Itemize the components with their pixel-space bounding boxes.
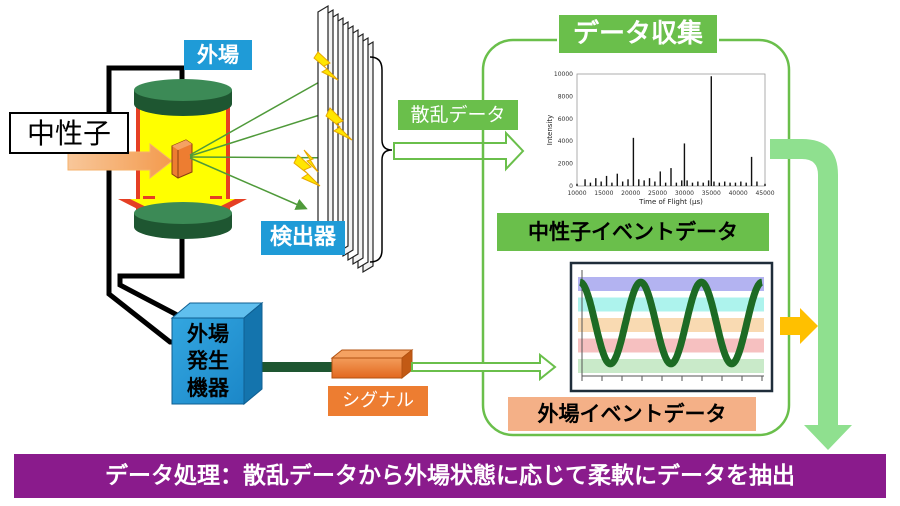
field-event-panel — [569, 261, 774, 393]
field-generator-label: 外場 発生 機器 — [172, 318, 244, 404]
tof-x-tick: 25000 — [648, 190, 667, 197]
field-generator-line: 外場 — [187, 322, 229, 346]
detector-label: 検出器 — [261, 221, 345, 255]
lightning-icon — [303, 149, 319, 173]
sample — [171, 139, 193, 179]
field-level-band — [578, 338, 764, 353]
detector-plate — [317, 4, 329, 238]
tof-x-tick: 40000 — [729, 190, 748, 197]
field-level-band — [578, 318, 764, 332]
scatter-data-arrow — [393, 130, 525, 172]
tof-y-tick: 10000 — [554, 71, 573, 78]
tof-x-tick: 30000 — [675, 190, 694, 197]
tof-plot-area — [576, 73, 766, 187]
field-event-data-label: 外場イベントデータ — [508, 397, 756, 431]
tof-x-label: Time of Flight (μs) — [638, 198, 703, 206]
tof-chart: 0 2000 4000 6000 8000 10000 10000 15000 20000 250… — [546, 71, 775, 206]
signal-data-arrow — [411, 352, 557, 382]
processing-arrow — [770, 139, 852, 450]
field-sync-arrow — [780, 308, 818, 344]
signal-box — [330, 348, 414, 380]
neutron-event-data-label: 中性子イベントデータ — [497, 213, 769, 251]
field-generator-cube — [170, 301, 264, 406]
detector-array — [317, 4, 374, 274]
lightning-icon — [313, 51, 339, 81]
lightning-icon — [293, 154, 321, 187]
signal-label: シグナル — [328, 386, 428, 416]
tof-x-tick: 10000 — [567, 190, 586, 197]
external-field-label: 外場 — [184, 40, 252, 70]
sample-cylinder — [118, 79, 247, 239]
field-level-band — [578, 297, 764, 312]
tof-x-tick: 15000 — [594, 190, 613, 197]
tof-x-tick: 45000 — [755, 190, 774, 197]
tof-y-label: Intensity — [546, 115, 554, 145]
scatter-data-label: 散乱データ — [398, 100, 518, 130]
tof-x-tick: 20000 — [621, 190, 640, 197]
field-generator-line: 発生 — [187, 349, 229, 373]
tof-y-tick: 6000 — [558, 116, 573, 123]
tof-y-tick: 0 — [569, 183, 573, 190]
field-waveform — [579, 278, 763, 368]
tof-x-tick: 35000 — [702, 190, 721, 197]
tof-y-tick: 4000 — [558, 138, 573, 145]
field-level-band — [578, 277, 764, 291]
signal-cable — [262, 362, 337, 372]
field-generator-line: 機器 — [187, 376, 229, 400]
neutron-label: 中性子 — [9, 112, 129, 154]
footer-banner: データ処理：散乱データから外場状態に応じて柔軟にデータを抽出 — [14, 454, 886, 498]
detection-bolts — [293, 51, 353, 187]
detector-brace — [369, 56, 393, 263]
tof-y-tick: 8000 — [558, 93, 573, 100]
data-collection-title: データ収集 — [557, 13, 719, 55]
tof-y-tick: 2000 — [558, 161, 573, 168]
lightning-icon — [325, 107, 353, 141]
